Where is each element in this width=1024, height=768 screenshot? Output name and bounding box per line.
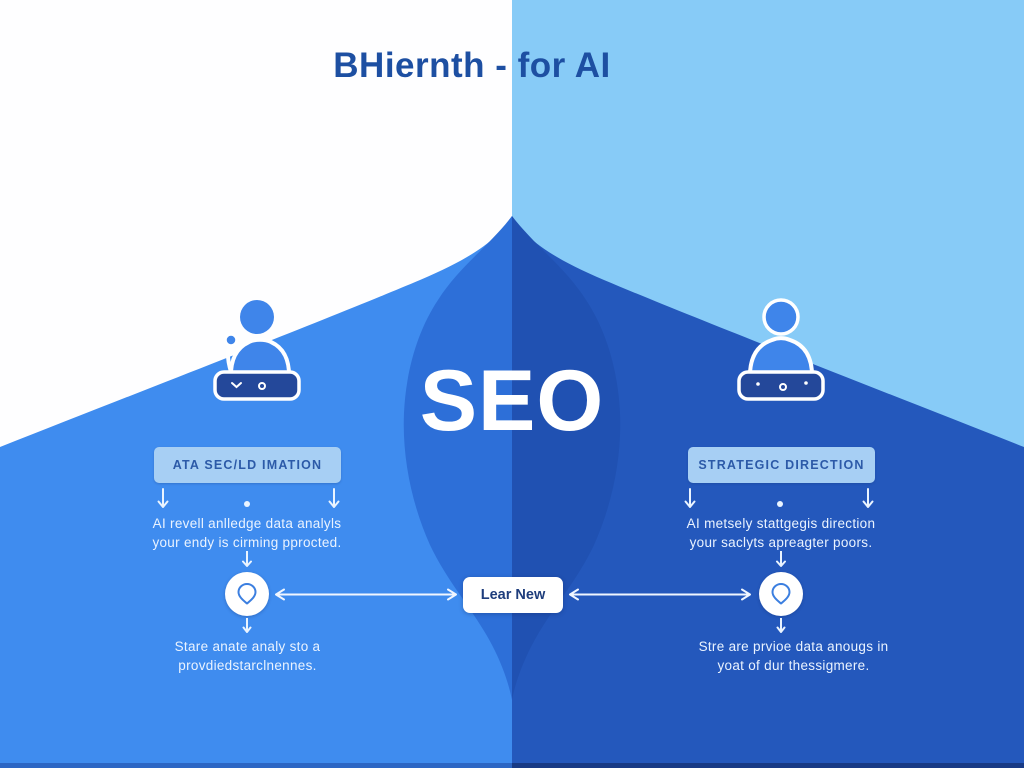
- page-title: BHiernth - for AI: [333, 46, 611, 85]
- location-pin-badge: [759, 572, 803, 616]
- left-description-line1: AI revell anlledge data analyls: [152, 516, 342, 531]
- right-description: AI metsely stattgegis direction your sac…: [666, 514, 896, 552]
- left-note-line1: Stare anate analy sto a: [174, 639, 321, 654]
- right-note-line2: yoat of dur thessigmere.: [717, 658, 870, 673]
- seo-headline: SEO: [419, 353, 605, 449]
- dot-marker: [244, 501, 250, 507]
- down-arrow-icon: [242, 551, 252, 567]
- down-arrow-icon: [684, 488, 696, 508]
- left-section-label: ATA SEC/LD IMATION: [154, 447, 341, 483]
- dot-marker: [777, 501, 783, 507]
- double-headed-arrow-icon: [569, 588, 751, 601]
- down-arrow-icon: [157, 488, 169, 508]
- left-description-line2: your endy is cirming pprocted.: [152, 535, 342, 550]
- down-arrow-icon: [776, 551, 786, 567]
- double-headed-arrow-icon: [275, 588, 457, 601]
- right-section-label: STRATEGIC DIRECTION: [688, 447, 875, 483]
- left-description: AI revell anlledge data analyls your end…: [132, 514, 362, 552]
- person-at-desk-icon: [737, 298, 825, 401]
- location-pin-badge: [225, 572, 269, 616]
- location-pin-icon: [771, 583, 791, 605]
- right-description-line2: your saclyts apreagter poors.: [689, 535, 873, 550]
- down-arrow-icon: [862, 488, 874, 508]
- down-arrow-icon: [776, 618, 786, 633]
- right-note-line1: Stre are prvioe data anougs in: [698, 639, 889, 654]
- left-note: Stare anate analy sto a provdiedstarclne…: [130, 637, 365, 675]
- learn-new-button[interactable]: Lear New: [463, 577, 563, 613]
- right-description-line1: AI metsely stattgegis direction: [686, 516, 876, 531]
- left-note-line2: provdiedstarclnennes.: [178, 658, 317, 673]
- right-note: Stre are prvioe data anougs in yoat of d…: [676, 637, 911, 675]
- down-arrow-icon: [242, 618, 252, 633]
- person-at-desk-icon: [213, 300, 301, 401]
- location-pin-icon: [237, 583, 257, 605]
- down-arrow-icon: [328, 488, 340, 508]
